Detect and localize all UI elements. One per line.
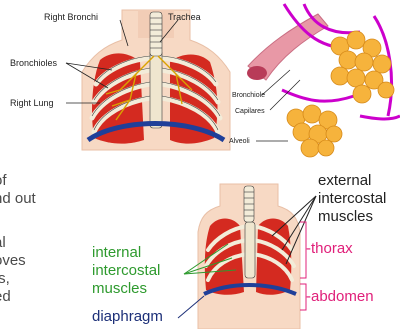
- bronchioles-label: Bronchioles: [10, 58, 57, 68]
- bottom-sternum: [245, 222, 255, 278]
- top-trachea: [150, 12, 162, 56]
- alveoli-diagram: [247, 4, 400, 157]
- top-sternum: [150, 50, 162, 128]
- edge-text-6: ed: [0, 288, 11, 306]
- bronchiole-label: Bronchiole: [232, 92, 265, 99]
- internal-intercostal-label: internal intercostal muscles: [92, 244, 160, 298]
- alveoli-cluster-bottom: [287, 105, 342, 157]
- abdomen-label: -abdomen: [306, 288, 374, 306]
- thorax-label: -thorax: [306, 240, 353, 258]
- edge-text-2: nd out: [0, 190, 36, 208]
- bronchiole-opening: [247, 66, 267, 80]
- right-bronchi-label: Right Bronchi: [44, 12, 98, 22]
- trachea-label: Trachea: [168, 12, 201, 22]
- diaphragm-label: diaphragm: [92, 308, 163, 326]
- right-lung-label: Right Lung: [10, 98, 54, 108]
- capilares-label: Capilares: [235, 108, 265, 115]
- edge-text-4: oves: [0, 252, 26, 270]
- edge-text-1: of: [0, 172, 7, 190]
- external-intercostal-label: external intercostal muscles: [318, 172, 386, 226]
- alveoli-label: Alveoli: [229, 138, 250, 145]
- bottom-torso-diagram: [178, 184, 316, 329]
- edge-text-3: al: [0, 234, 6, 252]
- edge-text-5: ts,: [0, 270, 10, 288]
- bottom-trachea: [244, 186, 254, 222]
- top-torso-diagram: [66, 10, 230, 150]
